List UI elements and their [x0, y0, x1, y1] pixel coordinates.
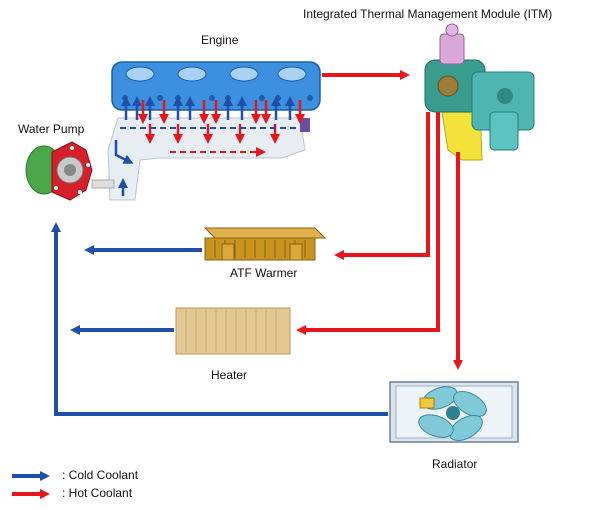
- itm-to-atf-arrow: [334, 112, 430, 260]
- atf-warmer: [203, 227, 327, 261]
- radiator-label: Radiator: [432, 457, 478, 471]
- legend-cold-label: : Cold Coolant: [62, 468, 139, 482]
- heater-label: Heater: [211, 368, 248, 382]
- heater: [175, 307, 291, 355]
- engine-block: [107, 61, 321, 201]
- itm-to-heater-arrow: [296, 112, 440, 335]
- atf-warmer-label: ATF Warmer: [230, 266, 298, 280]
- radiator-return-arrow: [51, 222, 388, 416]
- hot-coolant-flow: [296, 70, 463, 370]
- radiator: [389, 381, 519, 443]
- cold-coolant-flow: [51, 222, 388, 416]
- legend-hot-label: : Hot Coolant: [62, 486, 133, 500]
- itm-label: Integrated Thermal Management Module (IT…: [303, 7, 553, 21]
- water-pump-label: Water Pump: [18, 122, 85, 136]
- engine-internal-flow: [114, 96, 305, 196]
- itm-module: [424, 23, 535, 161]
- legend: [12, 471, 50, 499]
- engine-label: Engine: [201, 33, 239, 47]
- water-pump: [25, 141, 115, 201]
